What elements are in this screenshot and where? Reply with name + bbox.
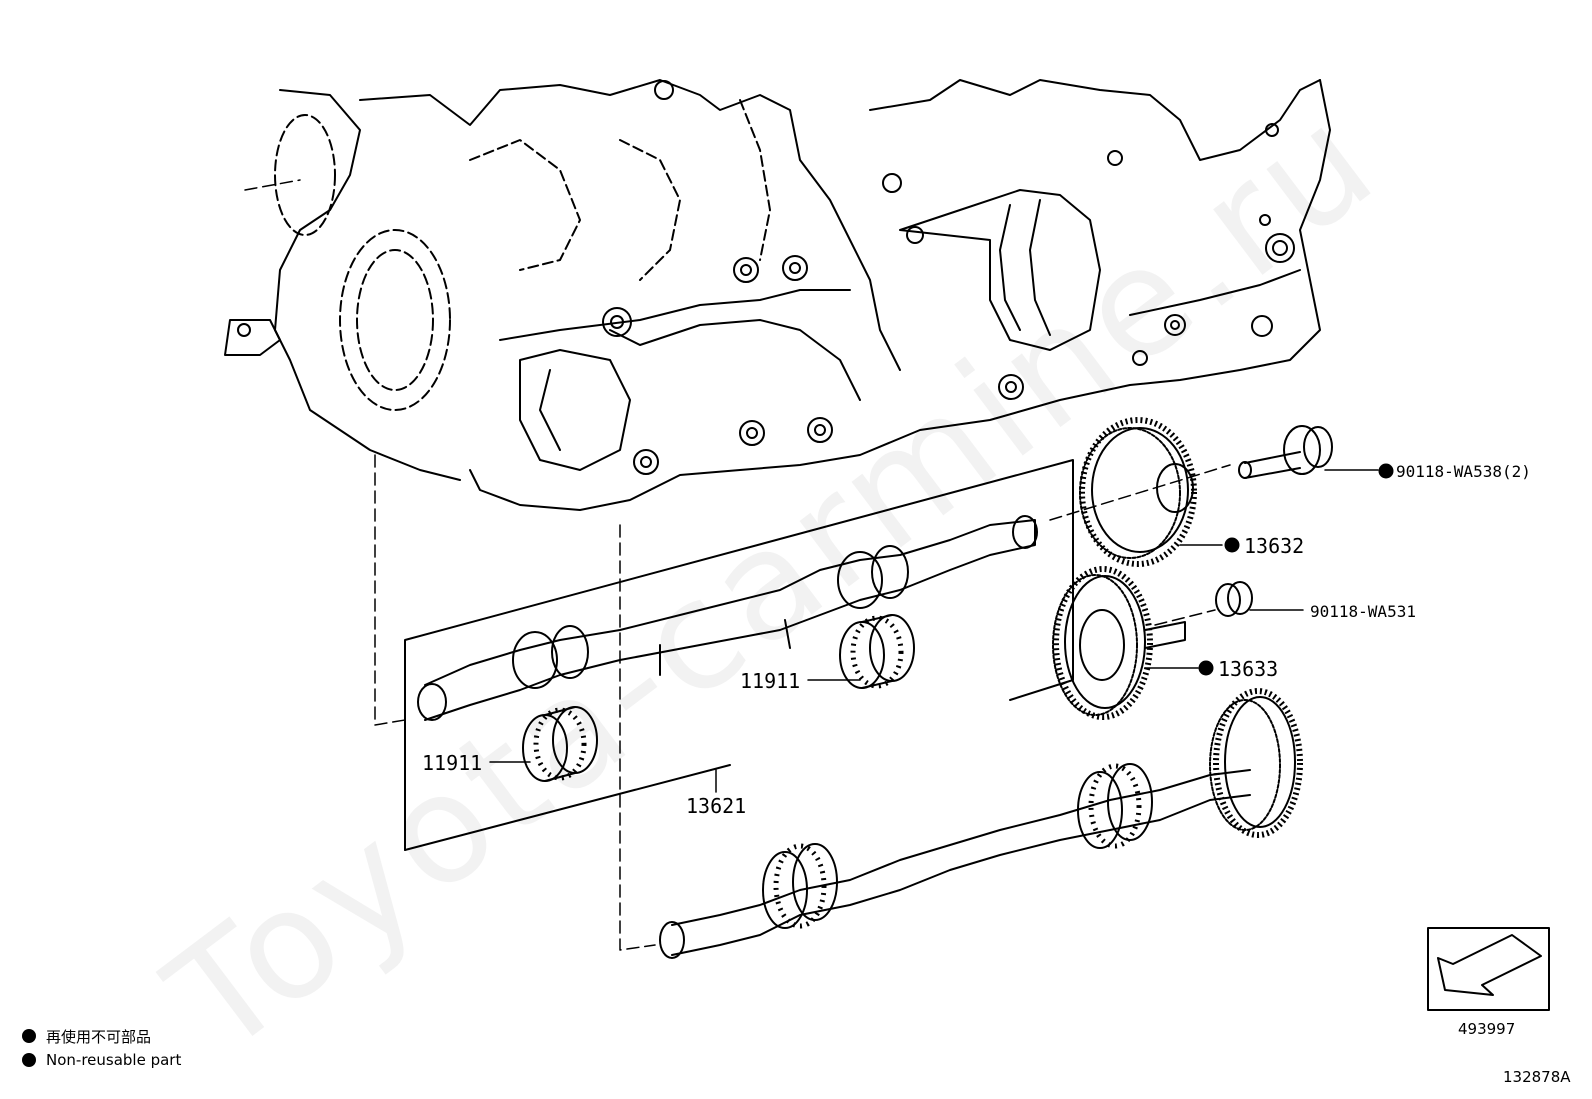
- legend-row-jp: 再使用不可部品: [22, 1024, 181, 1048]
- non-reusable-dot-icon: [22, 1029, 36, 1043]
- view-direction-box: [1427, 927, 1550, 1011]
- legend-row-en: Non-reusable part: [22, 1048, 181, 1072]
- alignment-lines: [244, 179, 1231, 951]
- legend: 再使用不可部品 Non-reusable part: [22, 1024, 181, 1072]
- label-90118-wa531: 90118-WA531: [1310, 602, 1416, 621]
- label-13621: 13621: [686, 794, 746, 818]
- non-reusable-dot-icon: [22, 1053, 36, 1067]
- needle-bearing-upper: [839, 614, 915, 689]
- bolt-90118-wa531-drawing: [1215, 581, 1253, 617]
- label-11911-lower: 11911: [422, 751, 482, 775]
- non-reusable-markers: [1198, 463, 1394, 676]
- figure-code: 132878A: [1503, 1068, 1571, 1086]
- gear-13633-drawing: [1052, 574, 1186, 716]
- engine-block: [224, 79, 1331, 511]
- gear-teeth: [1053, 417, 1303, 838]
- non-reusable-dot-13633: [1198, 660, 1214, 676]
- leader-lines: [489, 469, 1379, 793]
- block-bosses: [237, 80, 1295, 475]
- label-13633: 13633: [1218, 657, 1278, 681]
- balance-shaft-13621-drawing: [417, 515, 1038, 721]
- bolt-90118-wa538-drawing: [1238, 425, 1333, 479]
- bearing-rollers: [533, 615, 1142, 929]
- shaft-assembly-box: [404, 459, 1074, 851]
- label-13632: 13632: [1244, 534, 1304, 558]
- non-reusable-dot-13632: [1224, 537, 1240, 553]
- label-11911-upper: 11911: [740, 669, 800, 693]
- view-reference-number: 493997: [1458, 1020, 1516, 1038]
- label-90118-wa538: 90118-WA538(2): [1396, 462, 1531, 481]
- legend-text-en: Non-reusable part: [46, 1051, 182, 1069]
- legend-text-jp: 再使用不可部品: [46, 1027, 152, 1046]
- non-reusable-dot-90118-wa538: [1378, 463, 1394, 479]
- balance-shaft-lower-drawing: [659, 696, 1296, 959]
- cylinder-bore: [274, 99, 771, 411]
